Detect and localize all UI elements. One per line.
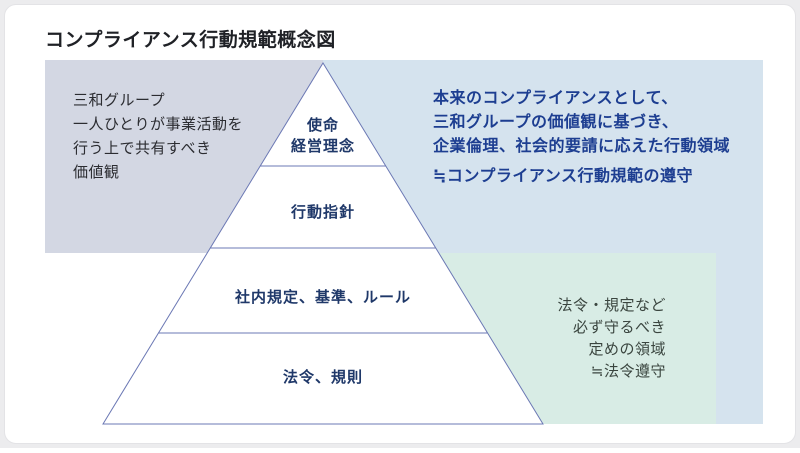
- law-note-line-4: ≒法令遵守: [590, 363, 666, 380]
- pyramid-level-1-line-1: 使命: [306, 117, 339, 134]
- left-note-text: 三和グループ 一人ひとりが事業活動を 行う上で共有すべき 価値観: [73, 89, 243, 185]
- left-note-line-2: 一人ひとりが事業活動を: [73, 116, 244, 133]
- pyramid-level-3-label: 社内規定、基準、ルール: [234, 289, 411, 306]
- left-note-line-3: 行う上で共有すべき: [73, 140, 212, 157]
- pyramid-level-2-label: 行動指針: [290, 204, 355, 221]
- right-note-text: 本来のコンプライアンスとして、 三和グループの価値観に基づき、 企業倫理、社会的…: [433, 87, 730, 189]
- law-note-line-1: 法令・規定など: [557, 297, 666, 314]
- left-note-line-4: 価値観: [73, 164, 120, 181]
- right-note-line-3: 企業倫理、社会的要請に応えた行動領域: [433, 138, 731, 155]
- law-note-text: 法令・規定など 必ず守るべき 定めの領域 ≒法令遵守: [557, 295, 666, 383]
- law-note-line-2: 必ず守るべき: [572, 319, 666, 336]
- right-note-line-4: ≒コンプライアンス行動規範の遵守: [433, 168, 693, 185]
- right-note-line-2: 三和グループの価値観に基づき、: [433, 114, 679, 131]
- pyramid-level-4-label: 法令、規則: [282, 369, 363, 386]
- right-note-line-1: 本来のコンプライアンスとして、: [433, 90, 678, 107]
- pyramid-level-1-line-2: 経営理念: [290, 138, 355, 155]
- law-note-line-3: 定めの領域: [588, 341, 666, 358]
- pyramid-level-1-label: 使命 経営理念: [103, 115, 543, 157]
- diagram-card: コンプライアンス行動規範概念図 使命 経営理念 行動指針 社内規定、基準、ルール…: [4, 4, 796, 444]
- left-note-line-1: 三和グループ: [73, 92, 166, 109]
- page-title: コンプライアンス行動規範概念図: [45, 30, 336, 51]
